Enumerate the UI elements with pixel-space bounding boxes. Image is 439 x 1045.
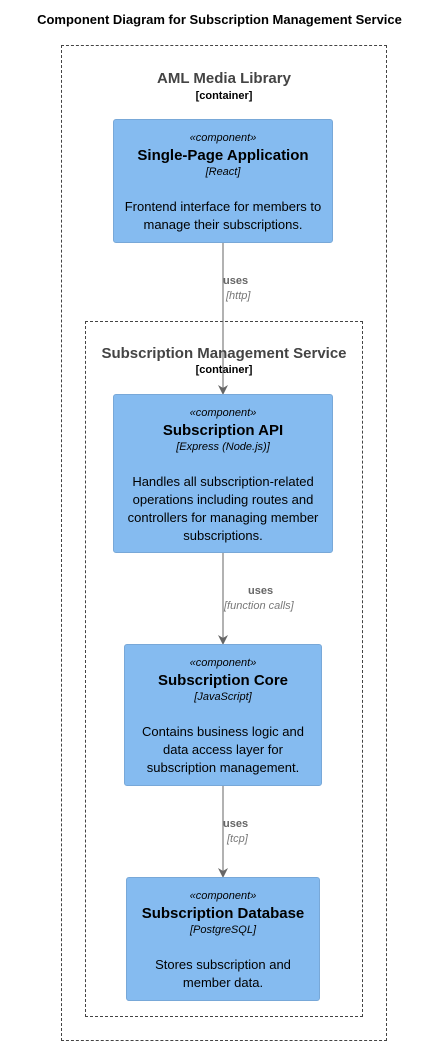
- component-technology: [PostgreSQL]: [189, 924, 257, 936]
- component-subscription-database[interactable]: «component» Subscription Database [Postg…: [126, 877, 320, 1001]
- boundary-title: Subscription Management Service: [101, 345, 347, 362]
- boundary-aml-media-library: AML Media Library [container]: [61, 45, 387, 1041]
- boundary-type: [container]: [195, 90, 253, 102]
- component-description: Contains business logic and data access …: [142, 724, 304, 775]
- component-stereotype: «component»: [189, 890, 257, 902]
- component-stereotype: «component»: [189, 407, 257, 419]
- component-stereotype: «component»: [189, 657, 257, 669]
- component-subscription-core[interactable]: «component» Subscription Core [JavaScrip…: [124, 644, 322, 786]
- relation-technology: [function calls]: [224, 600, 294, 612]
- boundary-type: [container]: [195, 364, 253, 376]
- component-subscription-api[interactable]: «component» Subscription API [Express (N…: [113, 394, 333, 553]
- component-single-page-application[interactable]: «component» Single-Page Application [Rea…: [113, 119, 333, 243]
- relation-technology: [tcp]: [227, 833, 248, 845]
- component-technology: [React]: [205, 166, 241, 178]
- relation-label: uses: [223, 275, 249, 287]
- boundary-subscription-management-service: Subscription Management Service [contain…: [85, 321, 363, 1017]
- relation-label: uses: [248, 585, 274, 597]
- component-technology: [Express (Node.js)]: [176, 441, 270, 453]
- component-stereotype: «component»: [189, 132, 257, 144]
- component-name: Subscription Core: [157, 672, 288, 689]
- boundary-title: AML Media Library: [157, 70, 291, 87]
- component-name: Subscription Database: [141, 905, 305, 922]
- component-description: Stores subscription and member data.: [155, 957, 291, 990]
- component-name: Subscription API: [162, 422, 284, 439]
- component-description: Frontend interface for members to manage…: [124, 199, 322, 232]
- relation-label: uses: [223, 818, 249, 830]
- component-description: Handles all subscription-related operati…: [127, 474, 319, 543]
- relation-technology: [http]: [226, 290, 251, 302]
- component-name: Single-Page Application: [137, 147, 309, 164]
- component-technology: [JavaScript]: [194, 691, 252, 703]
- diagram-title: Component Diagram for Subscription Manag…: [37, 12, 402, 27]
